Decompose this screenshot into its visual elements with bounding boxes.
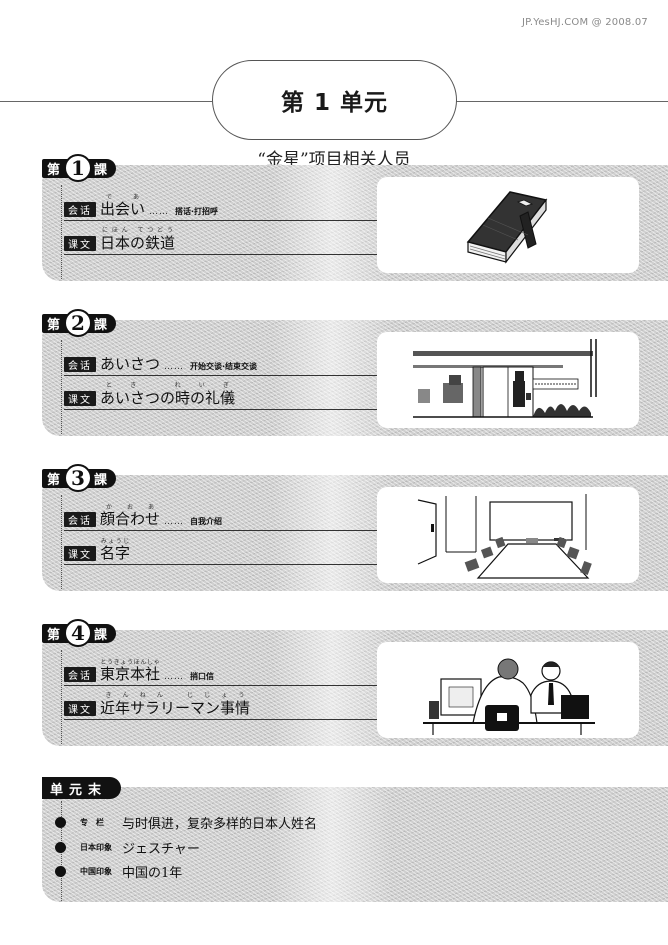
- kaiwa-title: 出会いであ: [100, 194, 146, 218]
- lesson-4: 第 4 課 会话 東京本社とうきょうほんしゃ …… 捎口信 课文 近年サラリーマ…: [42, 619, 668, 750]
- kaiwa-note: 自我介绍: [190, 517, 223, 526]
- unit-rule-right: [455, 101, 668, 102]
- dotted-guide: [61, 650, 62, 744]
- honbun-title: 名字みょうじ: [100, 538, 131, 562]
- unit-rule-left: [0, 101, 212, 102]
- kaiwa-entry[interactable]: 会话 東京本社とうきょうほんしゃ …… 捎口信: [64, 658, 404, 686]
- kaiwa-badge: 会话: [64, 667, 96, 682]
- bullet-icon: [55, 816, 66, 828]
- lesson-3: 第 3 課 会话 顔合わせかおあ …… 自我介绍 课文 名字みょうじ: [42, 464, 668, 595]
- lesson-number: 3: [64, 464, 93, 492]
- lesson-2: 第 2 課 会话 あいさつ …… 开始交谈·结束交谈 课文 あいさつの時の礼儀と…: [42, 309, 668, 440]
- kaiwa-note: 捎口信: [190, 672, 215, 681]
- lesson-tag: 第 1 課: [42, 154, 117, 182]
- office-desk-illustration: [377, 642, 639, 738]
- unit-end-item[interactable]: 专 栏 与时俱进，复杂多样的日本人姓名: [55, 812, 317, 832]
- honbun-entry[interactable]: 课文 名字みょうじ: [64, 537, 404, 565]
- unit-end-item[interactable]: 日本印象 ジェスチャー: [55, 837, 200, 857]
- unit-title-pill: 第 1 单元: [212, 60, 457, 140]
- honbun-title: あいさつの時の礼儀とき れいぎ: [100, 382, 236, 407]
- book-illustration: [377, 177, 639, 273]
- lesson-tag: 第 3 課: [42, 464, 117, 492]
- honbun-title: 日本の鉄道にほん てつどう: [100, 227, 176, 252]
- item-category: 专 栏: [80, 817, 104, 827]
- honbun-badge: 课文: [64, 391, 96, 406]
- bullet-icon: [55, 865, 66, 877]
- kaiwa-title: 顔合わせかおあ: [100, 504, 161, 528]
- kaiwa-title: 東京本社とうきょうほんしゃ: [100, 659, 161, 683]
- lesson-tag: 第 2 課: [42, 309, 117, 337]
- kaiwa-entry[interactable]: 会话 あいさつ …… 开始交谈·结束交谈: [64, 348, 404, 376]
- dotted-guide: [61, 185, 62, 279]
- lesson-number: 1: [64, 154, 93, 182]
- item-text: 与时俱进，复杂多样的日本人姓名: [122, 816, 318, 832]
- leader-dots: ……: [164, 672, 185, 682]
- unit-end-section: 单元末 专 栏 与时俱进，复杂多样的日本人姓名 日本印象 ジェスチャー 中国印象…: [42, 777, 668, 905]
- lesson-tag: 第 4 課: [42, 619, 117, 647]
- leader-dots: ……: [149, 207, 170, 217]
- item-category: 中国印象: [80, 866, 112, 876]
- item-category: 日本印象: [80, 842, 112, 852]
- honbun-badge: 课文: [64, 546, 96, 561]
- kaiwa-note: 开始交谈·结束交谈: [190, 362, 258, 371]
- unit-end-background: [42, 787, 668, 902]
- office-entrance-illustration: [377, 332, 639, 428]
- dotted-guide: [61, 340, 62, 434]
- unit-end-tag: 单元末: [42, 777, 122, 799]
- lesson-1: 第 1 課 会话 出会いであ …… 搭话·打招呼 课文 日本の鉄道にほん てつど…: [42, 154, 668, 285]
- item-text: ジェスチャー: [122, 841, 200, 857]
- meeting-room-illustration: [377, 487, 639, 583]
- honbun-title: 近年サラリーマン事情きんねん じじょう: [100, 692, 251, 717]
- kaiwa-badge: 会话: [64, 357, 96, 372]
- honbun-badge: 课文: [64, 701, 96, 716]
- item-text: 中国の1年: [122, 865, 183, 881]
- unit-end-item[interactable]: 中国印象 中国の1年: [55, 861, 182, 881]
- leader-dots: ……: [164, 362, 185, 372]
- kaiwa-badge: 会话: [64, 512, 96, 527]
- honbun-badge: 课文: [64, 236, 96, 251]
- lesson-number: 2: [64, 309, 93, 337]
- kaiwa-entry[interactable]: 会话 出会いであ …… 搭话·打招呼: [64, 193, 404, 221]
- kaiwa-badge: 会话: [64, 202, 96, 217]
- unit-title: 第 1 单元: [280, 90, 389, 116]
- leader-dots: ……: [164, 517, 185, 527]
- honbun-entry[interactable]: 课文 あいさつの時の礼儀とき れいぎ: [64, 382, 404, 410]
- honbun-entry[interactable]: 课文 近年サラリーマン事情きんねん じじょう: [64, 692, 404, 720]
- kaiwa-entry[interactable]: 会话 顔合わせかおあ …… 自我介绍: [64, 503, 404, 531]
- watermark: JP.YesHJ.COM @ 2008.07: [522, 17, 648, 28]
- kaiwa-title: あいさつ: [100, 355, 161, 373]
- honbun-entry[interactable]: 课文 日本の鉄道にほん てつどう: [64, 227, 404, 255]
- lesson-number: 4: [64, 619, 93, 647]
- bullet-icon: [55, 841, 66, 853]
- dotted-guide: [61, 495, 62, 589]
- kaiwa-note: 搭话·打招呼: [175, 207, 219, 216]
